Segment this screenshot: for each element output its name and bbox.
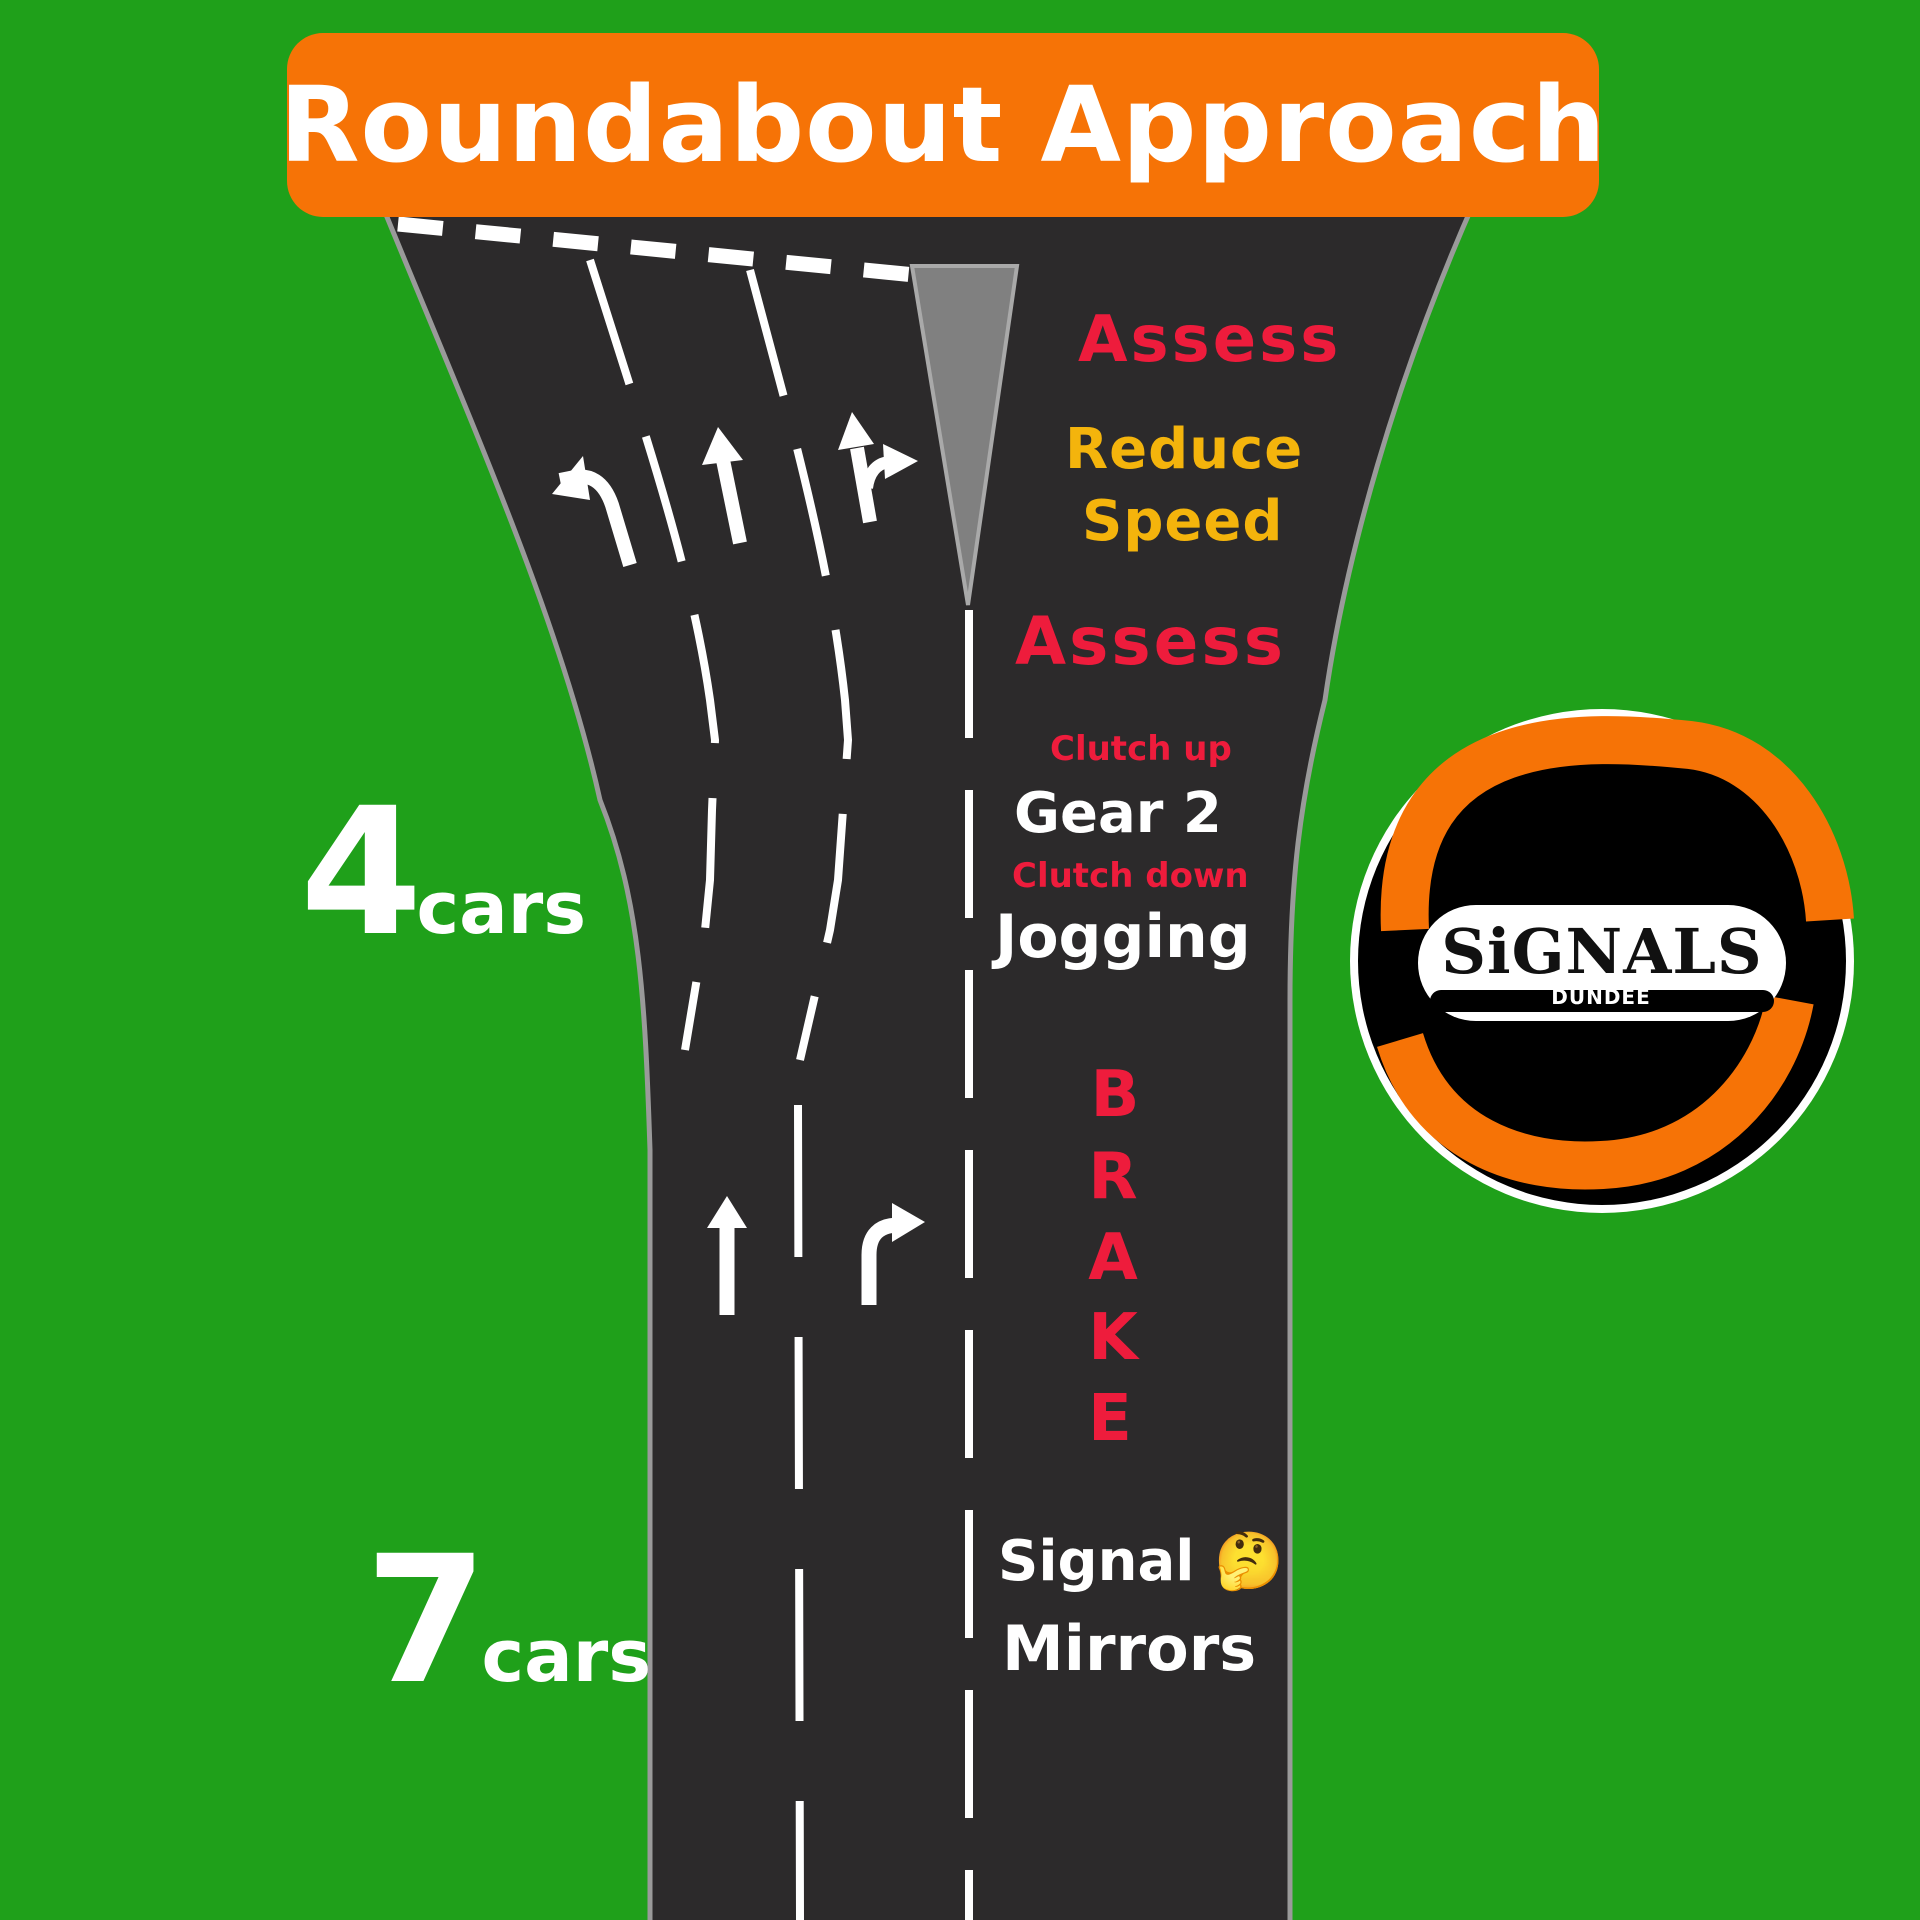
arrow-straight-icon <box>702 427 747 545</box>
brake-letter-e: E <box>1088 1382 1132 1456</box>
distance-unit: cars <box>481 1614 652 1698</box>
arrow-straight-icon <box>707 1196 747 1315</box>
lane-divider-lower <box>794 1104 804 1920</box>
speed-label: Speed <box>1082 489 1284 554</box>
distance-marker-7-cars: 7cars <box>365 1518 651 1723</box>
brake-letter-b: B <box>1090 1058 1140 1132</box>
distance-marker-4-cars: 4cars <box>300 770 586 975</box>
lane-divider-left-upper <box>586 258 720 1051</box>
logo-wordmark: SiGNALS <box>1441 915 1763 988</box>
give-way-line <box>397 216 916 283</box>
lane-divider-right-upper <box>746 268 853 1061</box>
signals-dundee-logo <box>1350 709 1854 1213</box>
distance-number: 4 <box>300 770 422 975</box>
signal-label: Signal 🤔 <box>998 1529 1284 1594</box>
title-banner: Roundabout Approach <box>279 33 1606 217</box>
brake-letter-a: A <box>1088 1221 1138 1295</box>
mirrors-label: Mirrors <box>1002 1612 1257 1685</box>
right-kerb <box>1287 198 1478 1920</box>
brake-letter-k: K <box>1088 1301 1138 1375</box>
assess-label-top: Assess <box>1078 303 1342 377</box>
jogging-label: Jogging <box>995 902 1251 972</box>
brake-letter-r: R <box>1088 1140 1138 1214</box>
clutch-up-label: Clutch up <box>1050 729 1232 769</box>
gear-label: Gear 2 <box>1014 781 1222 846</box>
arrow-left-turn-icon <box>552 456 637 568</box>
arrow-right-turn-icon <box>861 1203 925 1305</box>
clutch-down-label: Clutch down <box>1012 856 1249 896</box>
road-surface <box>380 200 1475 1920</box>
left-kerb <box>377 199 653 1920</box>
reduce-label: Reduce <box>1065 417 1304 482</box>
distance-unit: cars <box>416 866 587 950</box>
assess-label-mid: Assess <box>1015 603 1286 680</box>
logo-subtitle: DUNDEE <box>1551 985 1651 1009</box>
page-title: Roundabout Approach <box>279 64 1607 186</box>
arrow-straight-right-icon <box>838 412 918 524</box>
splitter-island <box>909 264 1020 606</box>
distance-number: 7 <box>365 1518 487 1723</box>
